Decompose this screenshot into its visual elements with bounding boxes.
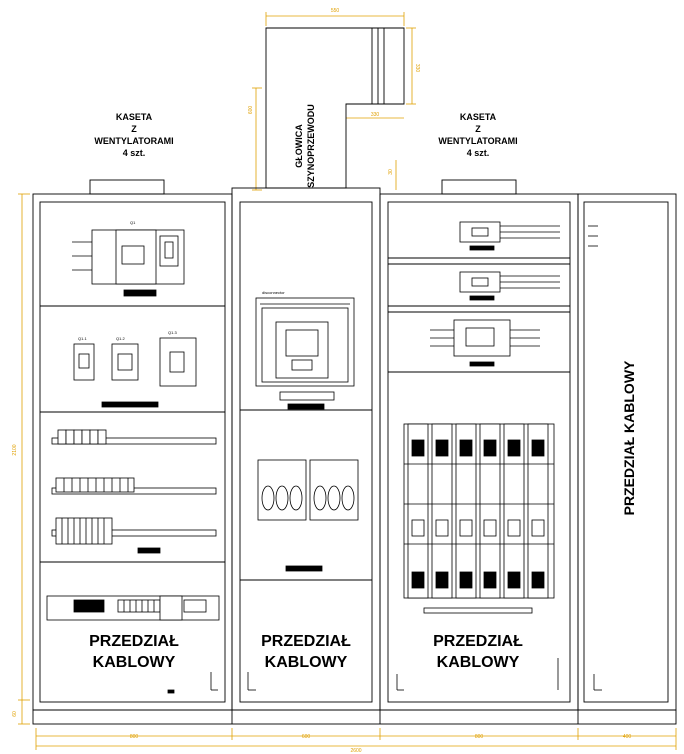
dim-top-height: 330 (414, 64, 420, 73)
dim-total-height: 2100 (12, 444, 18, 455)
section-4-conduits (588, 225, 602, 691)
section-2-partitions (240, 409, 372, 581)
svg-text:PRZEDZIAŁ: PRZEDZIAŁ (89, 633, 179, 650)
svg-text:Z: Z (131, 124, 137, 134)
svg-text:Q1.2: Q1.2 (116, 336, 125, 341)
svg-text:disconnector: disconnector (262, 290, 285, 295)
svg-text:PRZEDZIAŁ: PRZEDZIAŁ (261, 633, 351, 650)
label-przedzial-1: PRZEDZIAŁ KABLOWY (89, 633, 179, 671)
small-breaker-2 (459, 271, 560, 301)
label-przedzial-3: PRZEDZIAŁ KABLOWY (433, 633, 523, 671)
dim-width-1: 800 (130, 734, 139, 740)
terminal-rails (51, 429, 217, 554)
section-1-partitions (40, 305, 225, 563)
fan-cassette-right-box (441, 179, 517, 195)
pe-bar-3 (396, 658, 559, 691)
pe-bar-1 (167, 672, 218, 694)
label-glowica: GŁOWICA SZYNOPRZEWODU (294, 104, 316, 188)
svg-text:GŁOWICA: GŁOWICA (294, 124, 304, 168)
fuse-switch-pair (257, 459, 359, 572)
cabinet-outline (32, 187, 677, 725)
dim-plinth-height: 60 (12, 711, 18, 717)
svg-text:4 szt.: 4 szt. (123, 148, 146, 158)
svg-text:KASETA: KASETA (116, 112, 153, 122)
breakers-row-2: Q1.1 Q1.2 Q1.3 (73, 330, 197, 408)
small-breaker-1 (459, 221, 560, 251)
dim-riser-height: 600 (248, 106, 254, 115)
svg-text:Z: Z (475, 124, 481, 134)
label-kaseta-left: KASETA Z WENTYLATORAMI 4 szt. (94, 112, 173, 158)
air-circuit-breaker: disconnector (255, 290, 355, 410)
dim-width-2: 600 (302, 734, 311, 740)
svg-text:Q1.1: Q1.1 (78, 336, 87, 341)
label-przedzial-2: PRZEDZIAŁ KABLOWY (261, 633, 351, 671)
dim-top-inner: 330 (371, 112, 380, 118)
fuse-rail-block (403, 423, 555, 614)
svg-text:KABLOWY: KABLOWY (437, 654, 520, 671)
pe-bar-2 (247, 672, 256, 691)
svg-text:KABLOWY: KABLOWY (265, 654, 348, 671)
label-przedzial-vertical: PRZEDZIAŁ KABLOWY (621, 360, 637, 515)
dim-width-4: 400 (623, 734, 632, 740)
fan-cassette-left-box (89, 179, 165, 195)
svg-text:4 szt.: 4 szt. (467, 148, 490, 158)
dim-top-width: 550 (331, 8, 340, 14)
dimension-texts: 550 330 330 600 30 2100 60 800 600 800 4… (12, 8, 631, 754)
svg-text:Q1: Q1 (130, 220, 136, 225)
medium-breaker (430, 319, 540, 367)
busway-head (265, 27, 405, 189)
dim-width-3: 800 (475, 734, 484, 740)
svg-text:SZYNOPRZEWODU: SZYNOPRZEWODU (306, 104, 316, 188)
dimension-lines (18, 12, 677, 750)
svg-text:Q1.3: Q1.3 (168, 330, 177, 335)
terminal-block-strip (46, 595, 220, 621)
section-3-partitions (388, 257, 570, 373)
svg-text:KASETA: KASETA (460, 112, 497, 122)
svg-text:PRZEDZIAŁ: PRZEDZIAŁ (433, 633, 523, 650)
svg-text:KABLOWY: KABLOWY (93, 654, 176, 671)
svg-text:WENTYLATORAMI: WENTYLATORAMI (438, 136, 517, 146)
label-kaseta-right: KASETA Z WENTYLATORAMI 4 szt. (438, 112, 517, 158)
main-breaker-q1: Q1 (72, 220, 185, 297)
dim-total-width: 2600 (350, 748, 361, 754)
svg-text:WENTYLATORAMI: WENTYLATORAMI (94, 136, 173, 146)
dim-cap-height: 30 (388, 169, 394, 175)
